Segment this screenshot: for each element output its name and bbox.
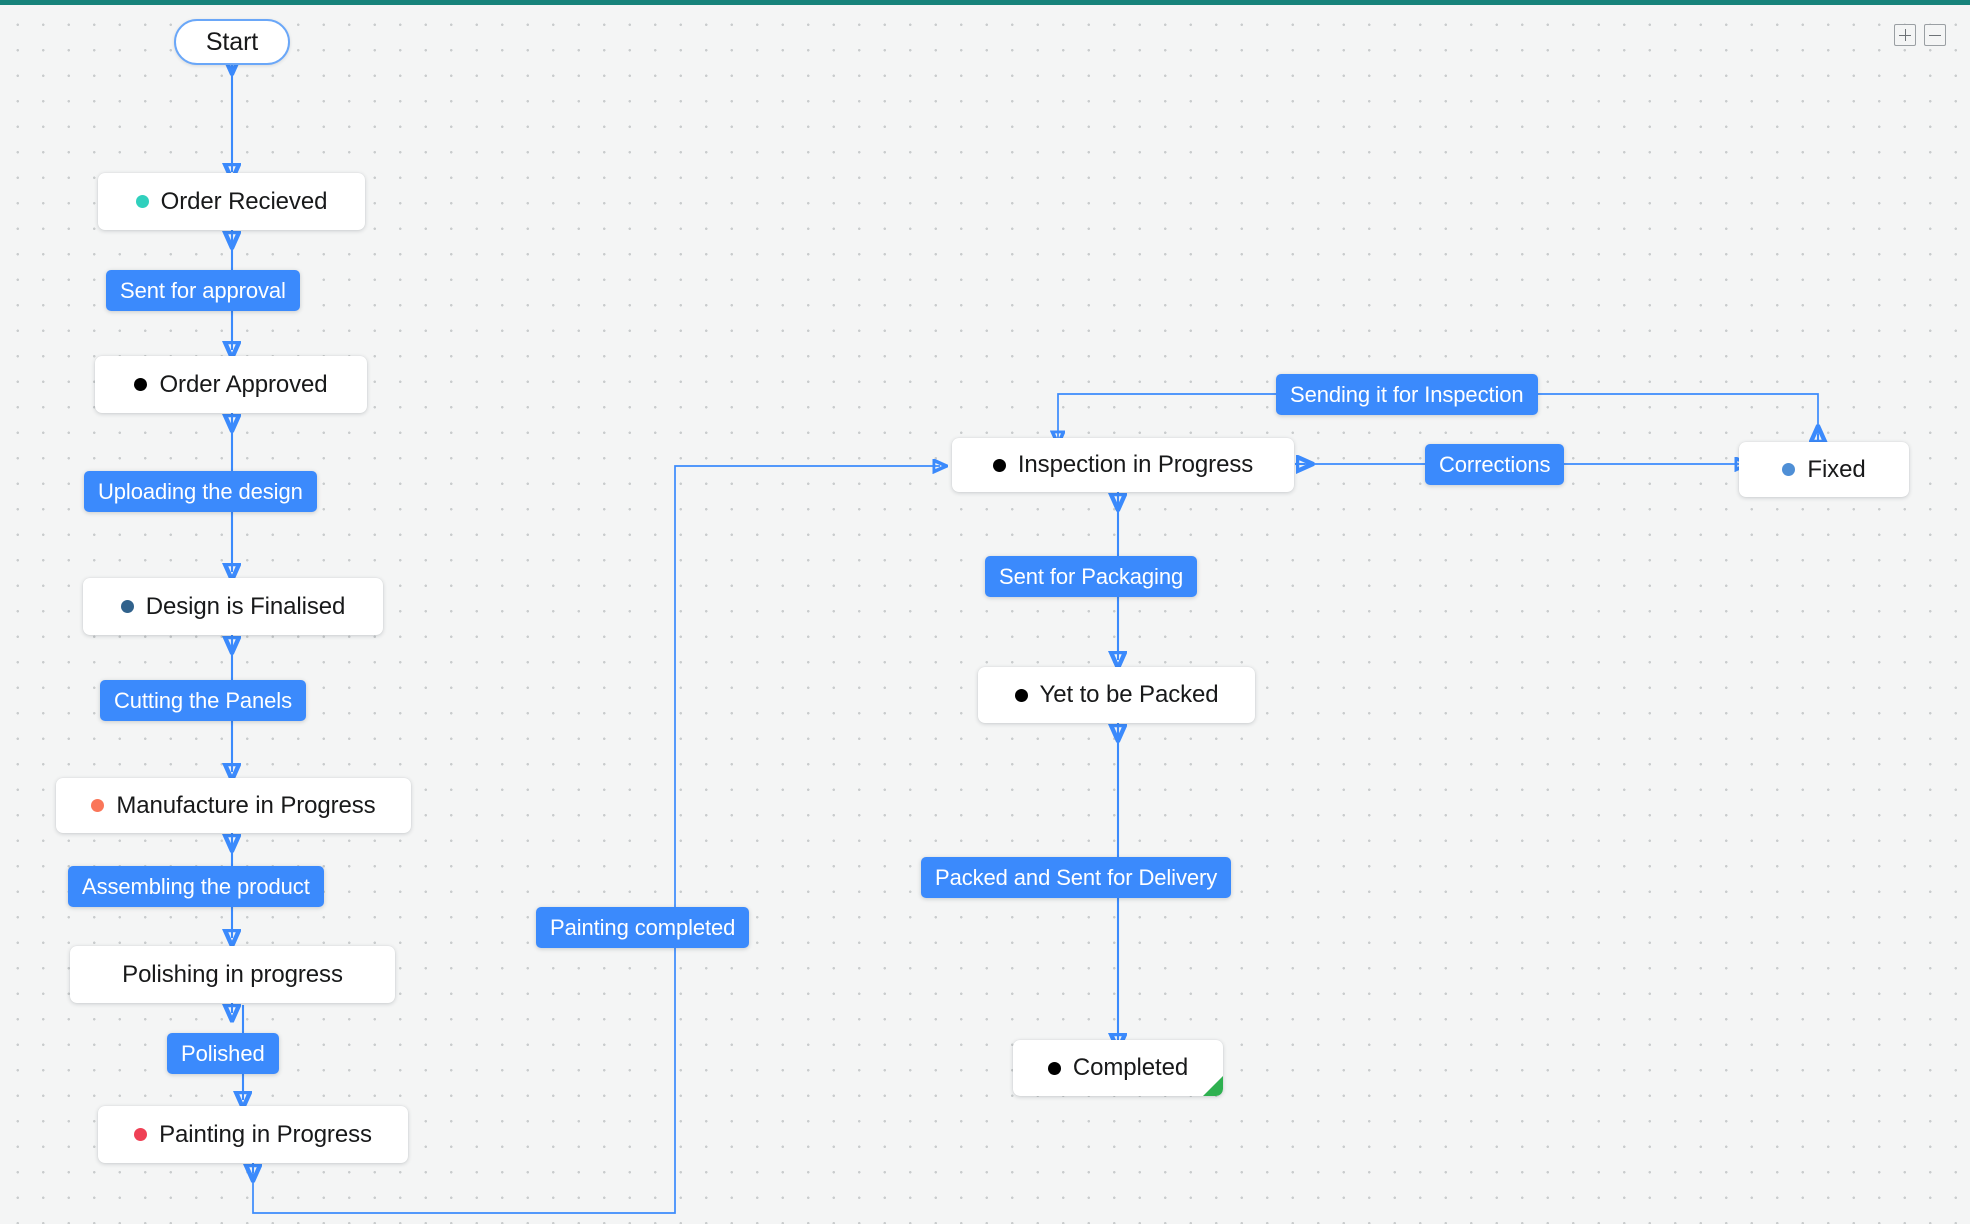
node-label: Painting in Progress xyxy=(159,1120,372,1148)
edge-label-painting-completed[interactable]: Painting completed xyxy=(536,907,750,948)
edge-label-sent-for-packaging[interactable]: Sent for Packaging xyxy=(985,556,1198,597)
node-label: Fixed xyxy=(1807,455,1866,483)
status-dot xyxy=(1047,1061,1061,1075)
node-order-approved[interactable]: Order Approved xyxy=(95,356,367,413)
node-design-finalised[interactable]: Design is Finalised xyxy=(83,578,383,635)
edge-label-polished[interactable]: Polished xyxy=(167,1033,279,1074)
node-start[interactable]: Start xyxy=(174,19,290,65)
edge-label-text: Uploading the design xyxy=(98,478,303,504)
node-label: Completed xyxy=(1072,1054,1189,1081)
edge-label-sending-it-for-inspection[interactable]: Sending it for Inspection xyxy=(1276,374,1538,415)
node-label: Manufacture in Progress xyxy=(116,791,376,819)
node-yet-to-be-packed[interactable]: Yet to be Packed xyxy=(978,667,1255,723)
edge-label-uploading-the-design[interactable]: Uploading the design xyxy=(84,471,317,512)
edge-label-packed-and-sent-for-delivery[interactable]: Packed and Sent for Delivery xyxy=(921,857,1232,898)
status-dot xyxy=(91,799,105,812)
node-label: Start xyxy=(205,27,259,56)
zoom-controls xyxy=(1894,24,1946,46)
completed-flag-icon xyxy=(1203,1076,1223,1096)
node-manufacture-in-progress[interactable]: Manufacture in Progress xyxy=(56,778,411,833)
edge-label-text: Assembling the product xyxy=(82,873,310,899)
edge-label-assembling-the-product[interactable]: Assembling the product xyxy=(68,866,324,907)
edge-label-corrections[interactable]: Corrections xyxy=(1425,444,1565,485)
edge-label-text: Sent for approval xyxy=(120,277,286,303)
edge-label-text: Sending it for Inspection xyxy=(1290,381,1524,407)
edge-label-text: Polished xyxy=(181,1040,265,1066)
status-dot xyxy=(1782,463,1796,476)
zoom-in-button[interactable] xyxy=(1894,24,1916,46)
status-dot xyxy=(134,1128,148,1141)
node-order-recieved[interactable]: Order Recieved xyxy=(98,173,365,230)
edge-label-text: Packed and Sent for Delivery xyxy=(935,864,1218,890)
node-label: Yet to be Packed xyxy=(1039,681,1219,708)
node-label: Order Approved xyxy=(159,370,328,398)
node-polishing-in-progress[interactable]: Polishing in progress xyxy=(70,946,395,1003)
app-top-bar xyxy=(0,0,1970,5)
node-label: Inspection in Progress xyxy=(1017,451,1254,478)
edge-label-text: Cutting the Panels xyxy=(114,687,292,713)
node-inspection-in-progress[interactable]: Inspection in Progress xyxy=(952,438,1294,492)
status-dot xyxy=(120,600,134,613)
node-label: Design is Finalised xyxy=(145,592,346,620)
node-label: Order Recieved xyxy=(160,187,328,215)
status-dot xyxy=(992,458,1006,472)
edge-label-text: Painting completed xyxy=(550,914,736,940)
status-dot xyxy=(1014,688,1028,702)
node-fixed[interactable]: Fixed xyxy=(1739,442,1909,497)
status-dot xyxy=(134,378,148,391)
zoom-out-button[interactable] xyxy=(1924,24,1946,46)
edge-label-text: Sent for Packaging xyxy=(999,563,1184,589)
node-painting-in-progress[interactable]: Painting in Progress xyxy=(98,1106,408,1163)
node-completed[interactable]: Completed xyxy=(1013,1040,1223,1096)
edge-label-cutting-the-panels[interactable]: Cutting the Panels xyxy=(100,680,306,721)
node-label: Polishing in progress xyxy=(122,960,343,988)
status-dot xyxy=(135,195,149,208)
edge-label-text: Corrections xyxy=(1439,451,1551,477)
edge-label-sent-for-approval[interactable]: Sent for approval xyxy=(106,270,300,311)
